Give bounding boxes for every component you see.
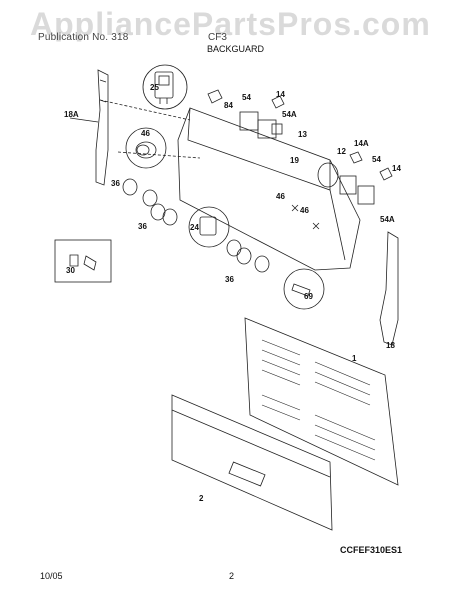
part-30-inset — [54, 239, 112, 283]
label-2: 2 — [199, 494, 204, 503]
publication-number: Publication No. 318 — [38, 32, 129, 43]
label-36-mid: 36 — [138, 222, 147, 231]
label-14a: 14A — [354, 139, 369, 148]
label-84: 84 — [224, 101, 233, 110]
footer-date: 10/05 — [40, 571, 63, 581]
lamp-69-callout — [283, 268, 325, 310]
knob-46-callout — [125, 127, 167, 169]
clock-12 — [317, 162, 339, 188]
clip-84 — [207, 89, 223, 104]
label-36-bottom: 36 — [225, 275, 234, 284]
label-46-left: 46 — [141, 129, 150, 138]
knobs-bottom-36 — [226, 239, 270, 273]
label-54a-top: 54A — [282, 110, 297, 119]
lower-trim-2 — [171, 394, 333, 531]
watermark: AppliancePartsPros.com — [30, 6, 431, 42]
footer-page-number: 2 — [229, 571, 235, 581]
label-54-top: 54 — [242, 93, 251, 102]
side-bracket-18a — [95, 69, 109, 186]
knobs-left-36 — [122, 178, 178, 226]
label-46-low: 46 — [300, 206, 309, 215]
switch-14-top — [271, 95, 285, 109]
label-46-mid: 46 — [276, 192, 285, 201]
label-14-top: 14 — [276, 90, 285, 99]
section-title: BACKGUARD — [207, 44, 265, 54]
label-18: 18 — [386, 341, 395, 350]
infinite-switches-top — [239, 111, 283, 139]
label-12: 12 — [337, 147, 346, 156]
label-14-right: 14 — [392, 164, 401, 173]
switch-54a-right — [357, 185, 375, 205]
rear-panel-1 — [244, 317, 399, 486]
switch-25-callout — [142, 64, 188, 110]
label-30: 30 — [66, 266, 75, 275]
switch-14-right — [379, 167, 393, 181]
rocker-switch-24-callout — [188, 206, 230, 248]
model-code: CF3 — [208, 32, 227, 43]
control-panel-19 — [177, 107, 361, 271]
label-18a: 18A — [64, 110, 79, 119]
label-54-right: 54 — [372, 155, 381, 164]
label-25: 25 — [150, 83, 159, 92]
label-54a-right: 54A — [380, 215, 395, 224]
label-13: 13 — [298, 130, 307, 139]
label-69: 69 — [304, 292, 313, 301]
switch-14a — [349, 151, 363, 164]
side-bracket-18 — [379, 231, 399, 346]
switch-54-right — [339, 175, 357, 195]
diagram-code: CCFEF310ES1 — [340, 545, 403, 555]
label-36-left: 36 — [111, 179, 120, 188]
label-24: 24 — [190, 223, 199, 232]
label-19: 19 — [290, 156, 299, 165]
label-1: 1 — [352, 354, 357, 363]
